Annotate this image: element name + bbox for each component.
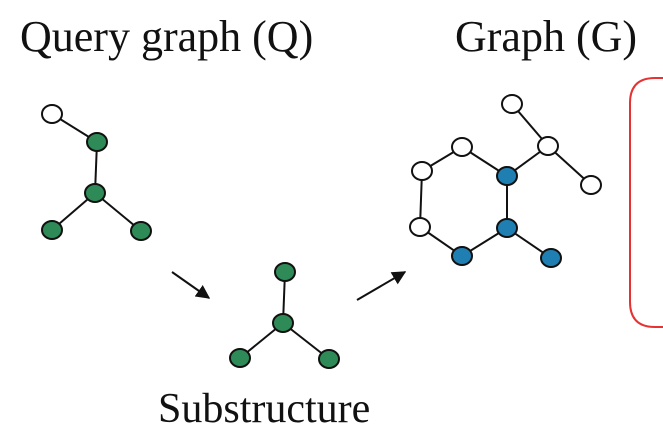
substructure-node-green [318, 349, 340, 369]
query-graph-title: Query graph (Q) [20, 12, 314, 61]
substructure-node-green [229, 348, 251, 368]
arrow-to-substructure [171, 271, 211, 299]
query-node-green [130, 221, 152, 241]
graph-node-white [409, 217, 431, 237]
graph-title: Graph (G) [455, 12, 638, 61]
graph-node-white [580, 175, 602, 195]
query-node-white [41, 104, 63, 124]
data-graph [409, 94, 602, 268]
substructure-graph [229, 262, 340, 369]
graph-node-matched [451, 246, 473, 266]
substructure-node-green [272, 313, 294, 333]
arrow-to-graph [356, 271, 407, 301]
callout-box [629, 77, 663, 328]
substructure-label: Substructure [158, 386, 371, 432]
graph-node-white [537, 136, 559, 156]
query-graph [41, 104, 152, 241]
graph-node-matched [496, 166, 518, 186]
graph-node-matched [540, 248, 562, 268]
query-node-green [84, 183, 106, 203]
query-node-green [41, 220, 63, 240]
substructure-node-green [274, 262, 296, 282]
graph-node-white [451, 137, 473, 157]
graph-node-white [411, 161, 433, 181]
graph-node-matched [496, 218, 518, 238]
query-node-green [86, 132, 108, 152]
graph-node-white [501, 94, 523, 114]
